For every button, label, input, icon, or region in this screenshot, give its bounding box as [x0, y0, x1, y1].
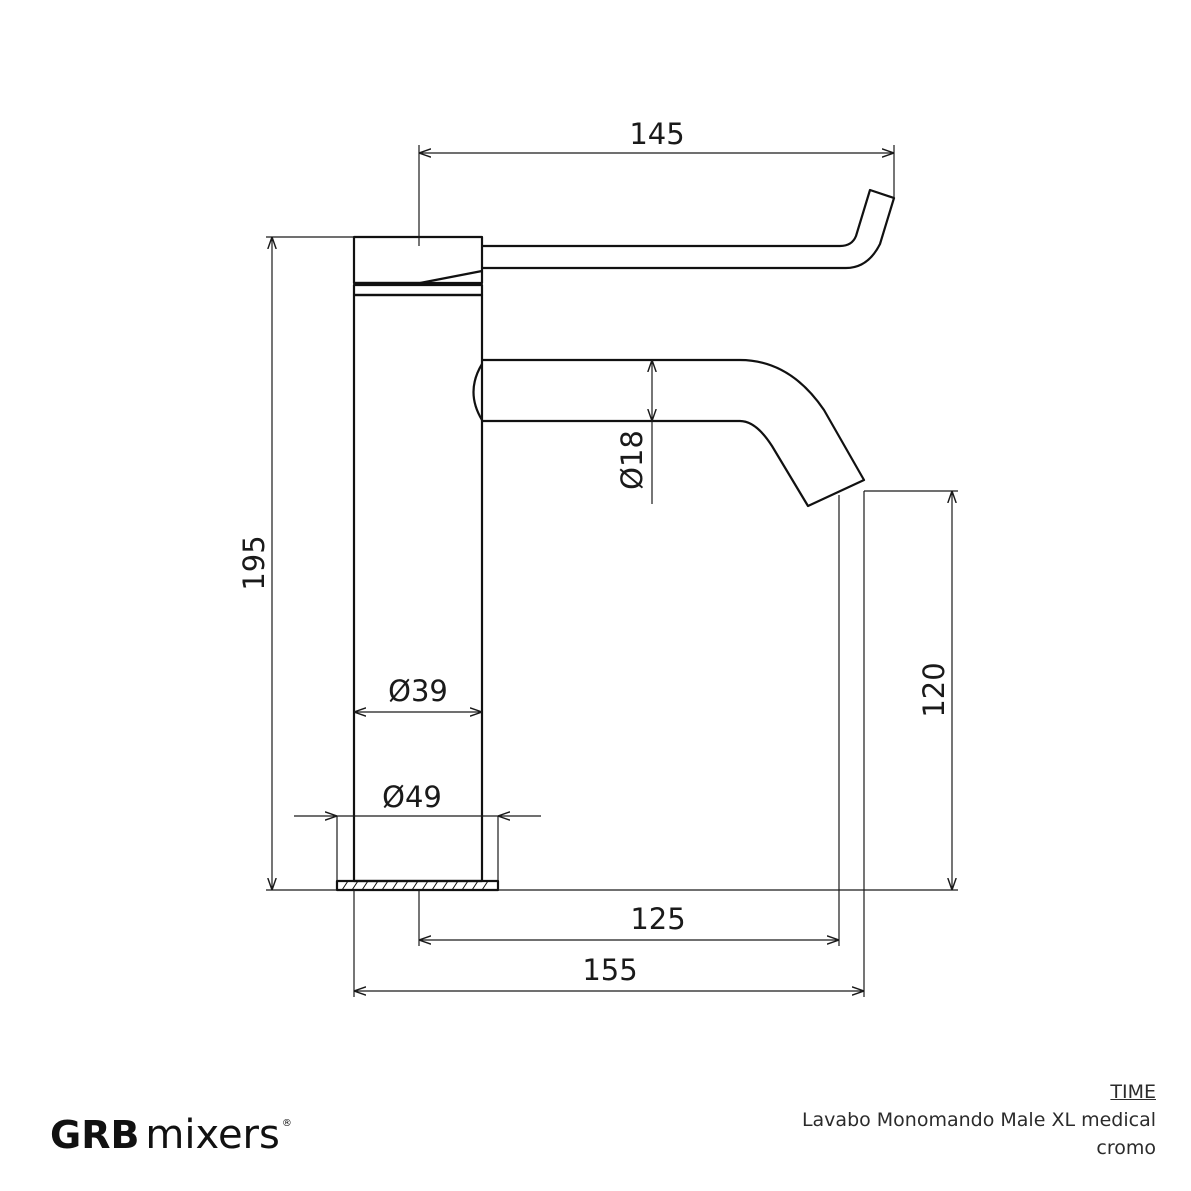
dim-label-195: 195	[237, 535, 271, 590]
product-series: TIME	[1110, 1081, 1156, 1103]
logo-suffix: mixers	[145, 1112, 280, 1158]
dim-label-125: 125	[630, 902, 685, 936]
cap-bevel	[354, 269, 483, 285]
spout-collar	[472, 363, 483, 421]
thread-ring	[352, 283, 484, 297]
base-hatch	[341, 880, 489, 891]
dim-label-120: 120	[917, 662, 951, 717]
dim-label-d49: Ø49	[382, 780, 442, 814]
brand-logo: GRB mixers ®	[50, 1112, 292, 1162]
product-name: Lavabo Monomando Male XL medical	[801, 1109, 1156, 1131]
dim-label-d39: Ø39	[388, 674, 448, 708]
logo-brand: GRB	[50, 1113, 140, 1157]
dimension-lines	[266, 145, 958, 997]
dim-label-145: 145	[629, 117, 684, 151]
dim-label-155: 155	[582, 953, 637, 987]
dim-label-d18: Ø18	[615, 430, 649, 490]
logo-registered-mark: ®	[281, 1118, 292, 1129]
product-info: TIME Lavabo Monomando Male XL medical cr…	[802, 1078, 1156, 1162]
lever-cap	[352, 235, 484, 285]
handle-lever	[482, 188, 896, 270]
product-finish: cromo	[1096, 1137, 1156, 1159]
spout	[482, 358, 866, 508]
